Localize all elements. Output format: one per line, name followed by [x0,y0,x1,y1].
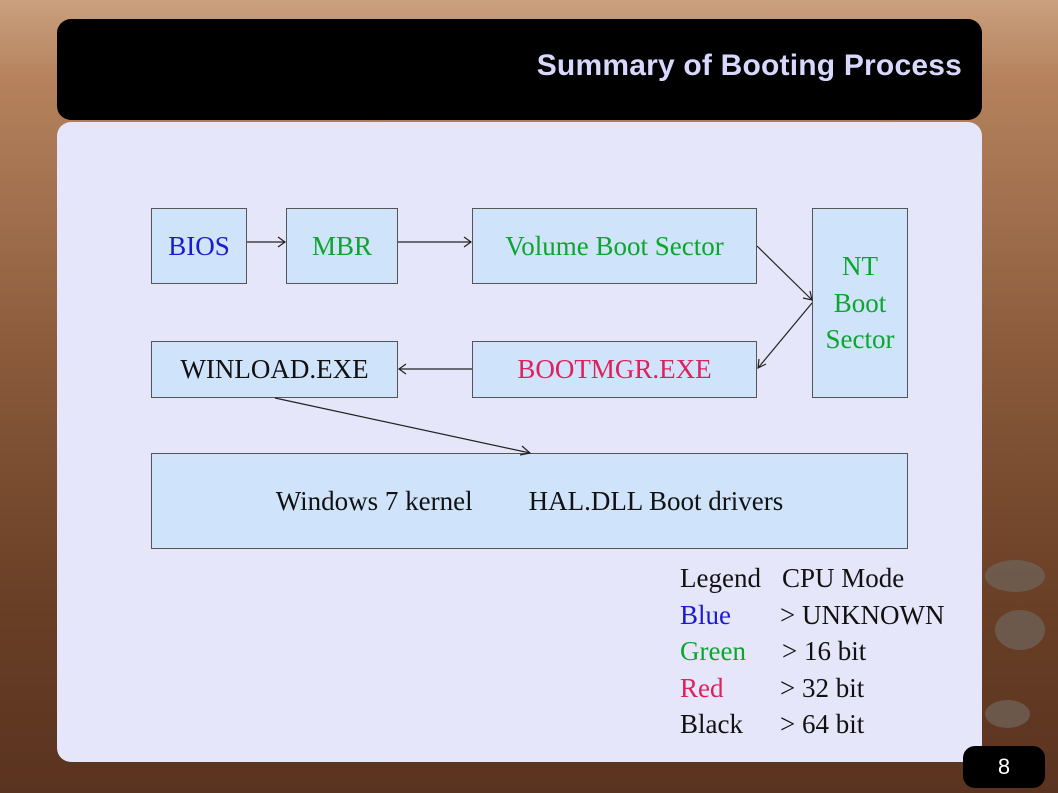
background-rock [985,560,1045,592]
node-nt-boot-sector: NT Boot Sector [812,208,908,398]
background-rock [995,610,1045,650]
legend-mode: > 32 bit [780,672,865,703]
legend-color-name: Green [680,636,746,666]
legend-mode: > UNKNOWN [780,599,945,630]
node-volume-boot-sector: Volume Boot Sector [472,208,757,284]
hal-label: HAL.DLL Boot drivers [528,485,784,516]
node-winload: WINLOAD.EXE [151,341,398,398]
title-bar: Summary of Booting Process [57,19,982,120]
slide-title: Summary of Booting Process [536,49,962,82]
nt-boot-sector-line-3: Sector [825,324,895,355]
nt-boot-sector-line-1: NT [842,251,878,282]
legend-title: Legend [680,563,761,593]
kernel-label: Windows 7 kernel [275,485,473,516]
nt-boot-sector-line-2: Boot [833,287,887,318]
node-kernel: Windows 7 kernel HAL.DLL Boot drivers [151,453,908,549]
legend-color-name: Black [680,709,743,739]
page-number: 8 [963,746,1045,788]
legend-mode: > 16 bit [782,636,867,666]
node-bootmgr: BOOTMGR.EXE [472,341,757,398]
legend-column-title: CPU Mode [782,563,905,593]
legend-color-name: Red [680,672,724,703]
background-rock [985,700,1030,728]
legend-mode: > 64 bit [780,709,865,739]
node-mbr: MBR [286,208,398,284]
legend-color-name: Blue [680,599,731,630]
node-bios: BIOS [151,208,247,284]
